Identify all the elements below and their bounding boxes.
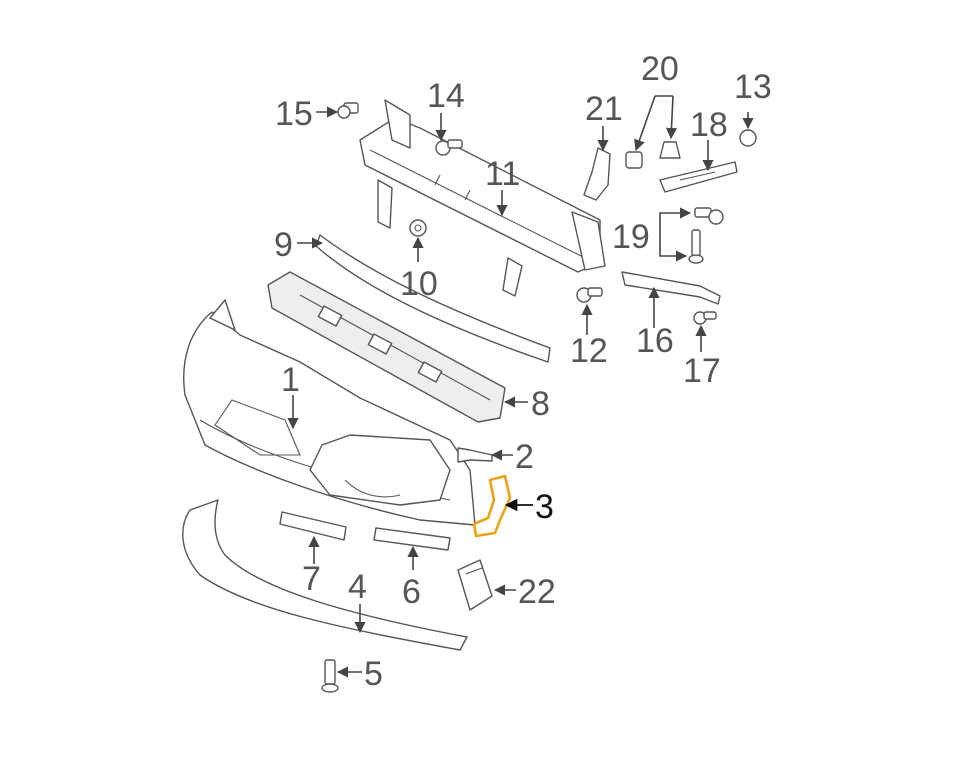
callout-6: 6	[402, 573, 421, 611]
part-22-tow-hook-cover	[457, 559, 493, 611]
part-18-bracket	[659, 161, 738, 193]
callout-13: 13	[734, 68, 772, 106]
part-21-bracket	[583, 147, 611, 201]
callout-12: 12	[570, 332, 608, 370]
leader-lines	[287, 95, 754, 678]
part-9-absorber-strip	[315, 234, 551, 363]
callout-10: 10	[400, 265, 438, 303]
callout-2: 2	[515, 438, 534, 476]
callout-14: 14	[427, 77, 465, 115]
callout-20: 20	[641, 50, 679, 88]
callout-15: 15	[275, 95, 313, 133]
callout-16: 16	[636, 322, 674, 360]
part-2-fastener	[457, 447, 493, 463]
part-1-bumper-cover	[183, 299, 476, 526]
part-11-impact-bar	[359, 99, 606, 297]
part-20-clips	[625, 141, 681, 169]
callout-7: 7	[302, 560, 321, 598]
callout-11: 11	[485, 155, 520, 193]
part-12-bolt	[576, 287, 603, 303]
callout-3: 3	[535, 488, 554, 526]
callout-1: 1	[281, 361, 300, 399]
part-6-trim-strip	[373, 527, 451, 551]
part-19-bolts	[688, 207, 724, 264]
part-4-lower-spoiler	[182, 499, 468, 651]
callout-19: 19	[612, 218, 650, 256]
part-16-bracket	[621, 271, 721, 305]
callout-8: 8	[531, 385, 550, 423]
callout-17: 17	[683, 352, 721, 390]
callout-labels: 1 2 3 4 5 6 7 8 9 10 11 12 13 14 15 16 1…	[274, 50, 772, 693]
part-7-trim-strip	[279, 511, 347, 541]
callout-5: 5	[364, 655, 383, 693]
callout-22: 22	[518, 573, 556, 611]
callout-4: 4	[348, 568, 367, 606]
part-17-bolt	[693, 311, 717, 325]
part-15-bolt	[337, 102, 359, 119]
part-13-nut	[739, 129, 757, 147]
part-8-energy-absorber	[267, 271, 506, 423]
part-5-bolt	[321, 659, 339, 693]
part-10-nut	[409, 219, 427, 237]
callout-18: 18	[690, 106, 728, 144]
callout-21: 21	[585, 90, 623, 128]
callout-9: 9	[274, 226, 293, 264]
part-3-bracket-highlighted	[472, 474, 512, 538]
part-14-bolt	[435, 139, 463, 156]
